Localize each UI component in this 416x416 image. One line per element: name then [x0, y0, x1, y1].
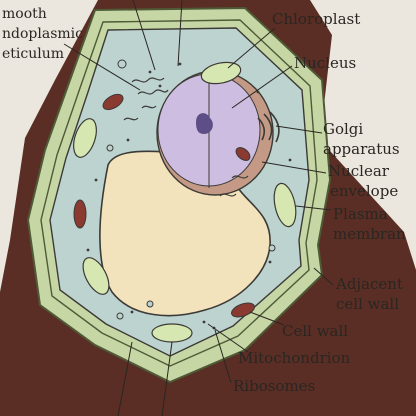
- chloroplasts: [73, 61, 297, 343]
- vesicles: [106, 59, 276, 320]
- ribosomes: [86, 62, 292, 330]
- cell-wall-inner-line: [40, 19, 318, 367]
- leader-lines: [63, 0, 334, 416]
- label-ribosomes: Ribosomes: [233, 377, 315, 395]
- label-golgi-line1: Golgi: [323, 120, 363, 138]
- label-chloroplast: Chloroplast: [272, 10, 360, 28]
- label-adjacent-cell-wall-line1: Adjacent: [335, 275, 403, 293]
- label-cell-wall: Cell wall: [282, 322, 348, 340]
- label-golgi-line2: apparatus: [323, 140, 400, 158]
- label-plasma-membrane-line1: Plasma: [333, 205, 388, 223]
- label-plasma-membrane-line2: membran: [333, 225, 406, 243]
- nucleolus: [196, 113, 213, 134]
- label-nuclear-envelope-line1: Nuclear: [328, 162, 390, 180]
- label-nucleus: Nucleus: [294, 54, 356, 72]
- label-nuclear-envelope-line2: envelope: [330, 182, 398, 200]
- label-smooth-er-line2: ndoplasmic: [2, 26, 83, 42]
- mitochondria: [73, 93, 255, 318]
- label-smooth-er-line1: mooth: [2, 6, 47, 22]
- label-adjacent-cell-wall-line2: cell wall: [336, 295, 399, 313]
- label-mitochondrion: Mitochondrion: [238, 349, 351, 367]
- smooth-er: [123, 77, 249, 197]
- label-smooth-er-line3: eticulum: [2, 46, 64, 62]
